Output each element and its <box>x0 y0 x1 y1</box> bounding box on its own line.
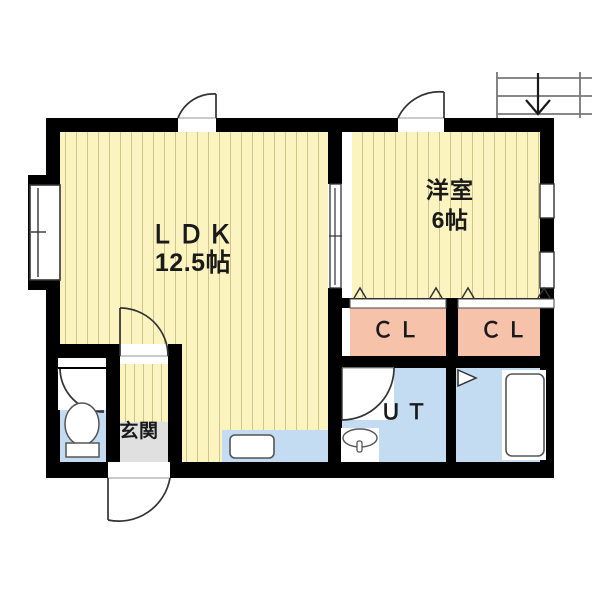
east-lower-window[interactable] <box>539 251 555 289</box>
ldk-hall-door[interactable] <box>119 307 169 364</box>
wall-top-right <box>340 118 554 132</box>
ut-door[interactable] <box>341 367 395 421</box>
floor-fills <box>58 130 554 462</box>
stairs-down-symbol <box>496 72 592 118</box>
wall-bottom <box>46 462 554 478</box>
closet-1-floor <box>350 308 446 356</box>
windows <box>29 183 555 289</box>
washitsu-north-door[interactable] <box>397 90 445 132</box>
wall-ldk-south-left <box>46 344 120 358</box>
wall-left-lower <box>46 284 60 478</box>
stairs-down-arrow <box>525 73 551 116</box>
wall-hall-top-left <box>106 344 120 364</box>
east-upper-window[interactable] <box>539 183 555 219</box>
bath-folding-door[interactable] <box>457 368 478 388</box>
closet-2-floor <box>458 308 554 356</box>
closet-2-sliding-doors[interactable] <box>457 286 555 309</box>
fixtures <box>64 370 546 462</box>
wall-hall-right <box>168 356 182 462</box>
wall-closet-bottom <box>340 356 554 368</box>
wall-left-bay-top <box>28 175 60 185</box>
ldk-north-entry-door[interactable] <box>177 93 217 132</box>
kitchen-sink-fixture <box>229 434 275 459</box>
wall-center-upper <box>328 118 342 184</box>
wall-right-a <box>540 118 554 184</box>
wall-left-bay-bottom <box>28 280 60 290</box>
genkan-entrance-door[interactable] <box>107 462 171 522</box>
doors <box>57 90 555 522</box>
bath-tub-fixture <box>502 370 546 460</box>
walls <box>28 118 554 478</box>
wash-basin-fixture <box>341 428 379 462</box>
wall-closet-divider <box>446 298 458 356</box>
closet-1-sliding-doors[interactable] <box>349 286 447 309</box>
wall-right-b <box>540 218 554 252</box>
washitsu-floor <box>352 130 544 300</box>
wall-hall-top-right <box>168 344 182 364</box>
toilet-fixture <box>64 402 100 458</box>
wall-center-lower <box>328 288 342 478</box>
wall-toilet-right <box>106 356 120 462</box>
wall-left-upper <box>46 118 60 180</box>
wall-ut-bath-divider <box>446 368 456 462</box>
